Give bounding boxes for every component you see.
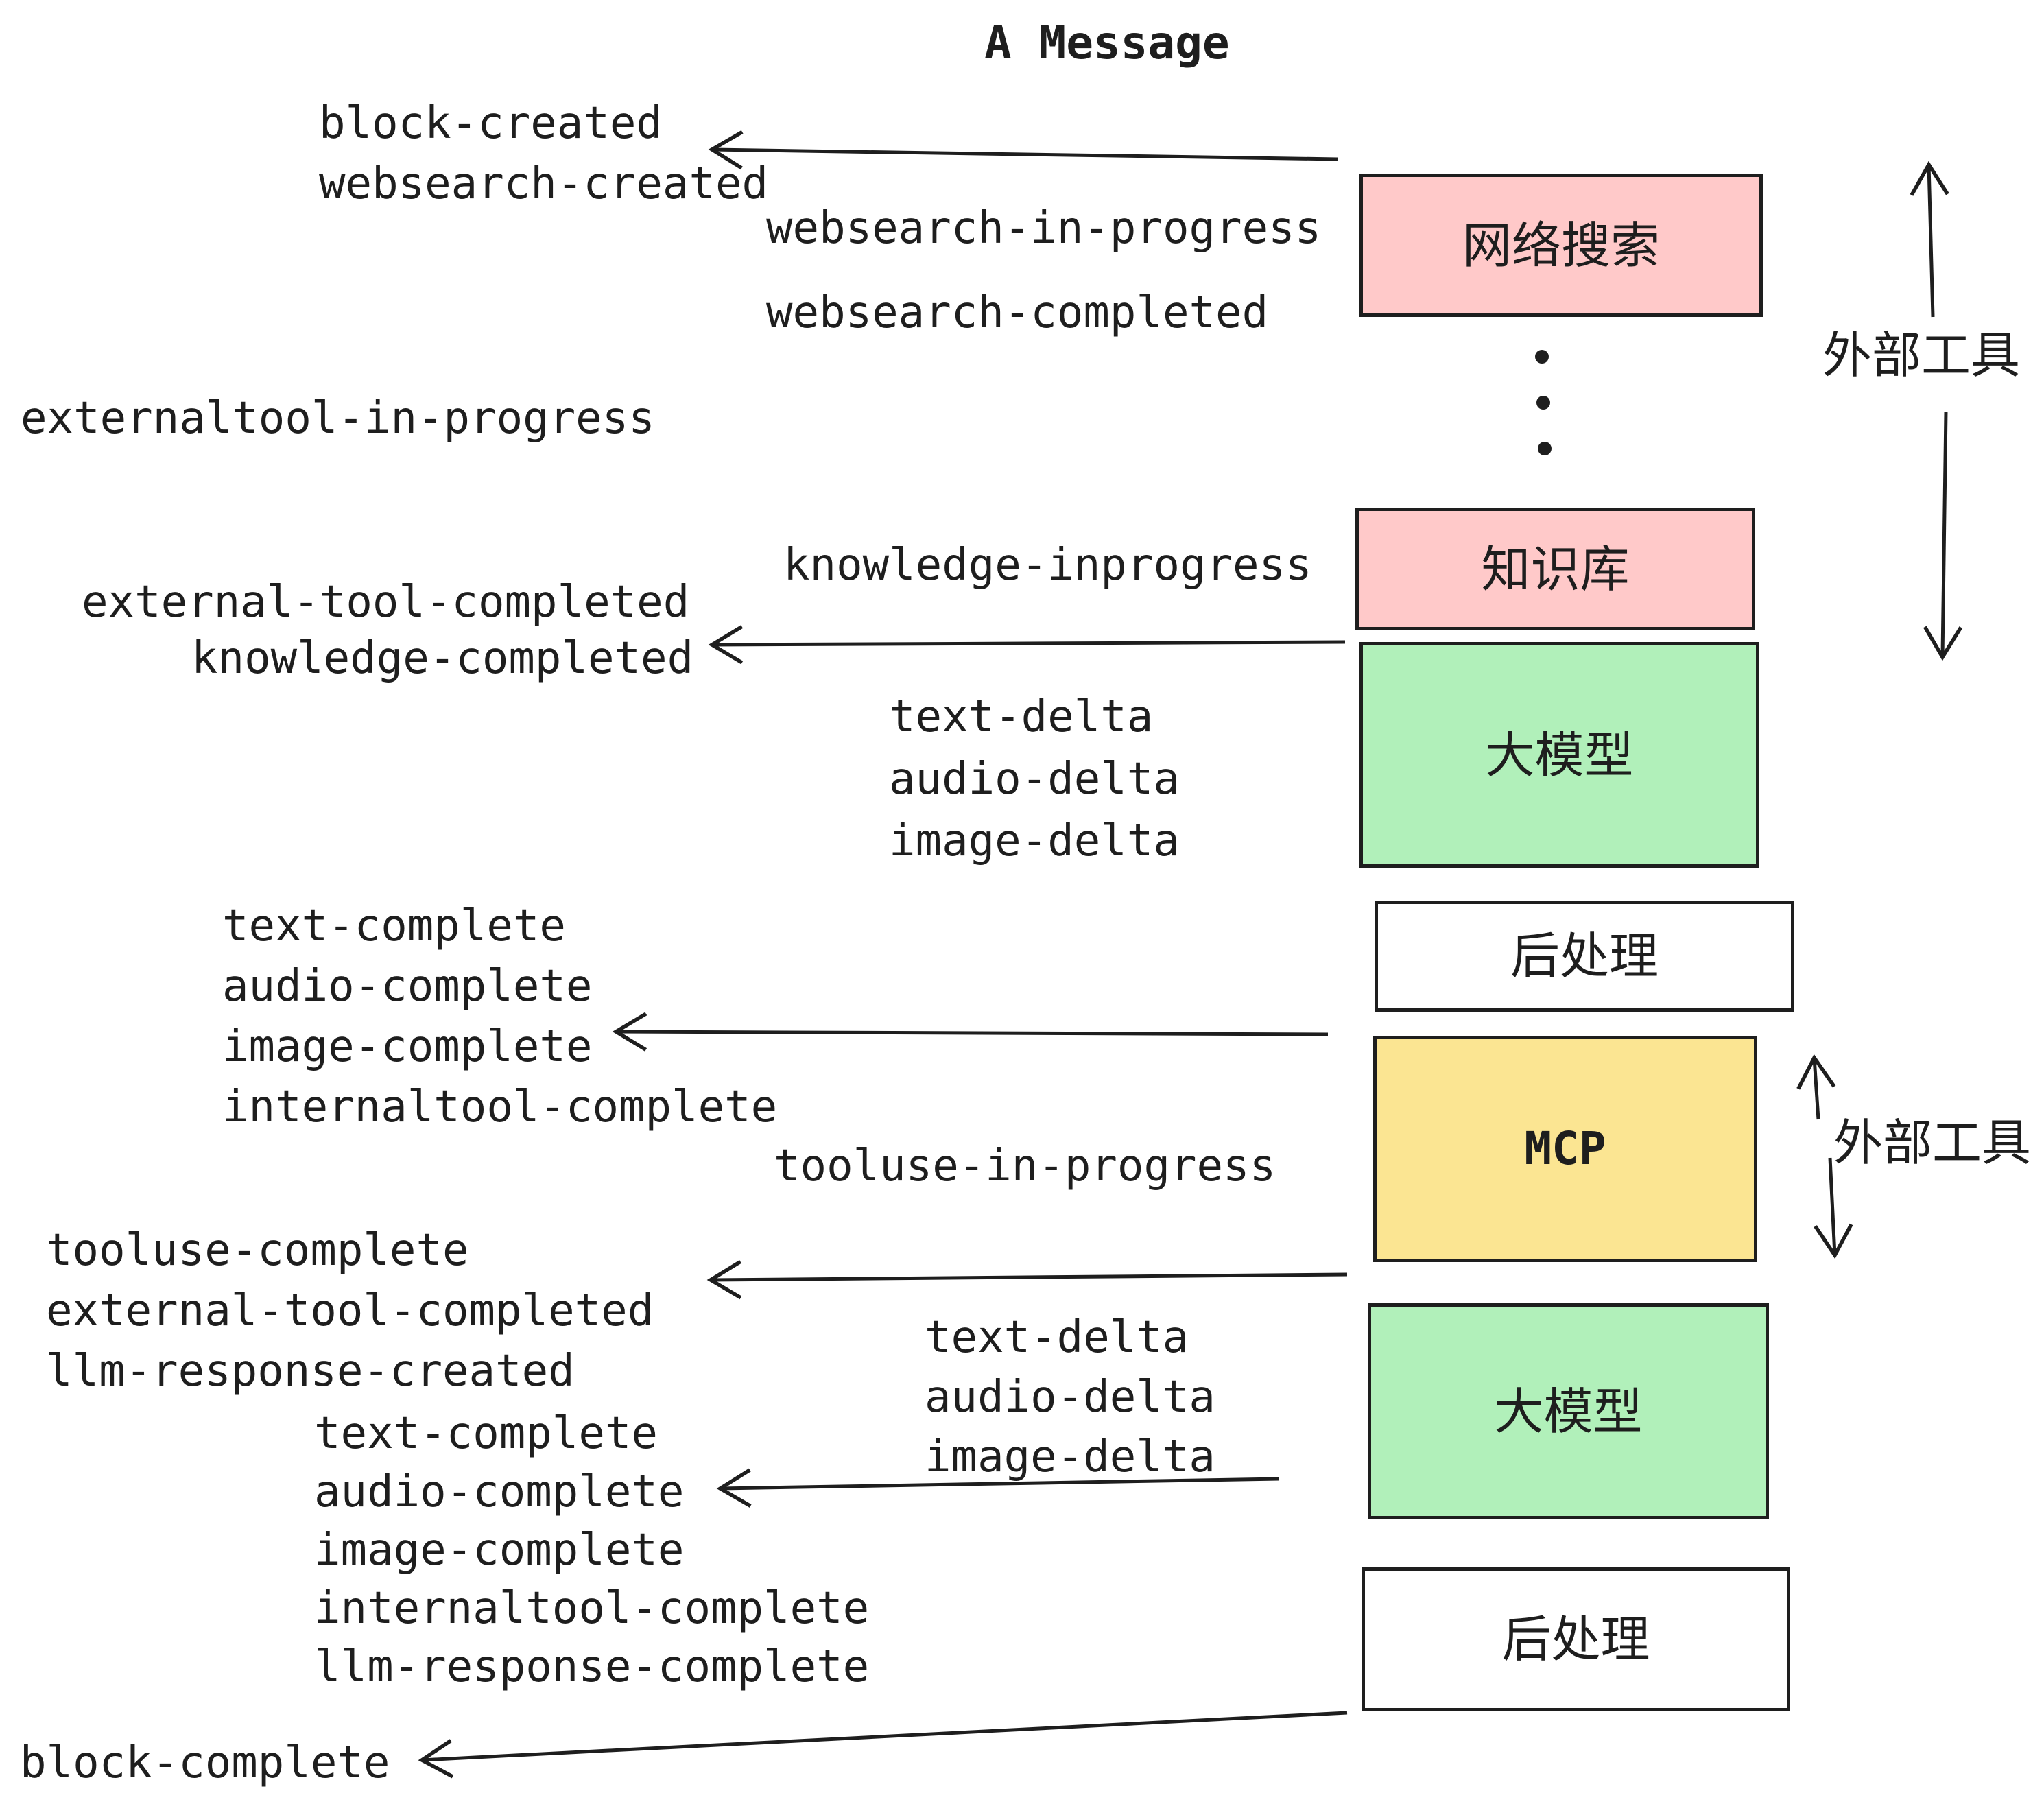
- event-label-websearch-created: websearch-created: [319, 158, 769, 209]
- arrow-websearch-to-created-events: [708, 130, 1338, 170]
- event-label-block-created: block-created: [319, 98, 663, 149]
- event-label-tooluse-complete: tooluse-complete: [46, 1225, 469, 1276]
- event-label-audio-delta-2: audio-delta: [925, 1372, 1215, 1423]
- box-llm-2: 大模型: [1368, 1303, 1769, 1519]
- box-postprocess-2-label: 后处理: [1501, 1611, 1650, 1668]
- arrow-postprocess2-to-block-complete: [418, 1711, 1348, 1779]
- event-label-websearch-in-progress: websearch-in-progress: [766, 203, 1322, 254]
- box-postprocess-2: 后处理: [1362, 1567, 1790, 1711]
- box-knowledge-label: 知识库: [1481, 540, 1630, 598]
- arrow-external-tools-mid-down: [1814, 1157, 1853, 1259]
- event-label-audio-complete-2: audio-complete: [314, 1467, 685, 1517]
- event-label-knowledge-completed: knowledge-completed: [191, 633, 694, 684]
- event-label-audio-complete: audio-complete: [222, 961, 593, 1012]
- arrow-external-tools-top-up: [1910, 161, 1949, 318]
- side-label-external-tools-top: 外部工具: [1822, 327, 2021, 384]
- box-llm-1: 大模型: [1359, 642, 1759, 868]
- event-label-text-complete-2: text-complete: [314, 1408, 658, 1459]
- diagram-title: A Message: [984, 16, 1230, 69]
- event-label-audio-delta: audio-delta: [889, 754, 1180, 805]
- box-websearch-label: 网络搜索: [1462, 216, 1660, 274]
- box-postprocess-1: 后处理: [1375, 901, 1794, 1012]
- event-label-llm-response-created: llm-response-created: [46, 1346, 575, 1397]
- event-label-image-complete: image-complete: [222, 1021, 593, 1072]
- box-websearch: 网络搜索: [1359, 174, 1763, 317]
- event-label-external-tool-completed-2: external-tool-completed: [46, 1285, 654, 1336]
- event-label-internaltool-complete-2: internaltool-complete: [314, 1583, 870, 1634]
- event-label-llm-response-complete: llm-response-complete: [314, 1641, 870, 1692]
- arrow-external-tools-mid-up: [1796, 1054, 1836, 1120]
- ellipsis-dot-1: [1535, 350, 1549, 364]
- event-label-external-tool-completed: external-tool-completed: [82, 577, 690, 628]
- event-label-text-delta-2: text-delta: [925, 1312, 1189, 1363]
- box-llm-2-label: 大模型: [1494, 1382, 1643, 1440]
- arrow-mcp-to-tooluse-events: [706, 1260, 1348, 1300]
- event-label-websearch-completed: websearch-completed: [766, 287, 1269, 338]
- event-label-externaltool-in-progress: externaltool-in-progress: [21, 393, 655, 444]
- arrow-postprocess-to-complete-events: [612, 1012, 1329, 1052]
- event-label-knowledge-inprogress: knowledge-inprogress: [783, 540, 1312, 591]
- box-mcp: MCP: [1373, 1036, 1757, 1262]
- box-postprocess-1-label: 后处理: [1510, 927, 1659, 985]
- ellipsis-dots: [1535, 350, 1552, 455]
- event-label-block-complete: block-complete: [20, 1737, 390, 1788]
- box-mcp-label: MCP: [1524, 1122, 1606, 1175]
- side-label-external-tools-mid: 外部工具: [1833, 1114, 2032, 1172]
- event-label-text-complete: text-complete: [222, 901, 566, 951]
- event-label-tooluse-in-progress: tooluse-in-progress: [774, 1141, 1276, 1191]
- box-knowledge: 知识库: [1355, 508, 1755, 630]
- event-label-text-delta: text-delta: [889, 691, 1154, 742]
- event-label-image-complete-2: image-complete: [314, 1525, 685, 1576]
- event-label-internaltool-complete: internaltool-complete: [222, 1082, 778, 1132]
- arrow-knowledge-to-completed-events: [708, 625, 1346, 665]
- event-label-image-delta: image-delta: [889, 816, 1180, 866]
- event-label-image-delta-2: image-delta: [925, 1432, 1215, 1482]
- ellipsis-dot-3: [1538, 442, 1552, 455]
- box-llm-1-label: 大模型: [1485, 726, 1634, 784]
- arrow-external-tools-top-down: [1923, 411, 1963, 661]
- ellipsis-dot-2: [1536, 396, 1550, 410]
